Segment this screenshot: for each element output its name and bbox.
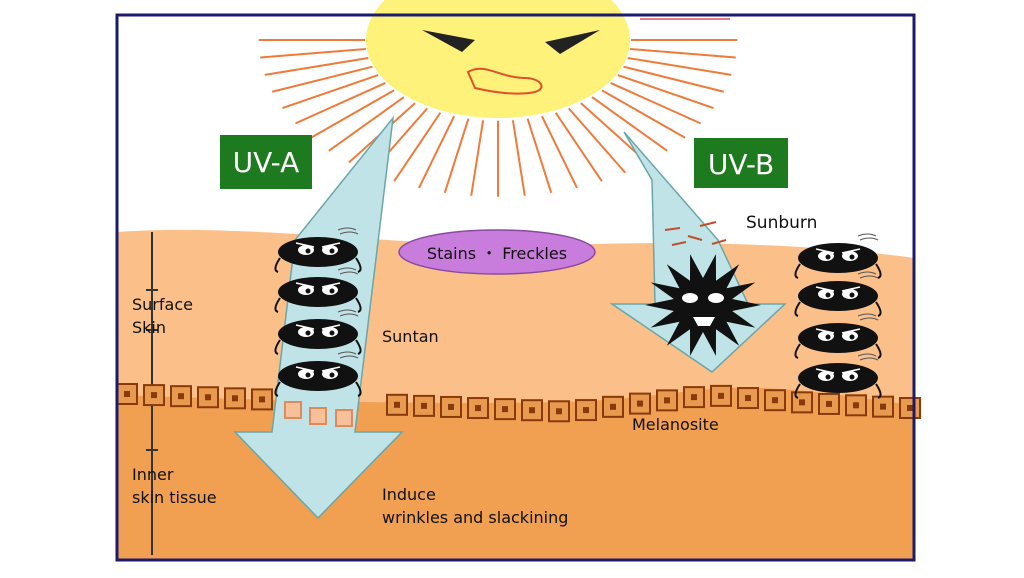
sun-mouth <box>466 67 543 95</box>
surface-skin-label-line1: Surface <box>132 295 193 314</box>
sun <box>366 0 630 118</box>
sunburn-marks <box>664 221 727 246</box>
stains-freckles-ellipse <box>398 229 596 275</box>
melanin-character <box>794 313 882 359</box>
melanocyte-cells <box>116 383 921 423</box>
melanocyte-cell <box>494 398 516 421</box>
surface-skin-label-line2: Skin <box>132 318 166 337</box>
sun-ray <box>260 48 366 59</box>
melanocyte-cell <box>467 397 489 420</box>
melanin-character <box>274 267 362 313</box>
sun-ray <box>295 82 386 125</box>
melanosite-label: Melanosite <box>632 415 719 434</box>
sun-ray <box>554 112 603 182</box>
faded-cells <box>284 401 353 427</box>
melanocyte-cell <box>899 397 921 419</box>
melanocyte-cell <box>872 395 894 418</box>
sun-ray <box>568 107 627 174</box>
uva-label: UV-A <box>233 146 300 179</box>
melanin-character <box>794 271 882 317</box>
melanocyte-cell <box>818 392 840 415</box>
sun-ray <box>328 96 405 152</box>
uvb-label-box <box>694 138 788 188</box>
induce-label-line1: Induce <box>382 485 436 504</box>
uvb-arrow <box>609 131 787 373</box>
melanocyte-cell <box>224 387 246 410</box>
sun-ray <box>443 118 470 194</box>
sun-rays <box>258 39 738 197</box>
melanin-character <box>794 233 882 279</box>
melanocyte-cell <box>710 384 732 407</box>
melanocyte-cell <box>143 384 165 407</box>
melanocyte-cell <box>386 393 408 416</box>
melanocyte-cell <box>683 386 705 409</box>
melanocyte-cell <box>656 389 678 412</box>
inner-skin-label-line2: skin tissue <box>132 488 217 507</box>
sunburn-spiky-character <box>645 254 761 356</box>
sun-ray <box>511 120 526 196</box>
sun-ray <box>264 56 369 76</box>
uva-arrow <box>233 115 404 520</box>
sun-ray <box>310 89 395 139</box>
sun-ray <box>541 115 578 189</box>
sun-ray <box>393 112 442 182</box>
sun-ray <box>623 65 725 93</box>
melanocyte-cell <box>440 395 462 418</box>
uvb-label: UV-B <box>708 148 774 181</box>
melanocyte-cell <box>521 399 543 422</box>
suntan-melanin-stack <box>274 227 362 397</box>
sun-ray <box>627 56 732 76</box>
melanocyte-cell <box>845 394 867 417</box>
melanocyte-cell <box>575 399 597 422</box>
melanocyte-cell <box>251 388 273 411</box>
induce-label-line2: wrinkles and slackining <box>382 508 568 527</box>
melanocyte-cell <box>602 395 624 418</box>
diagram-frame <box>115 13 916 562</box>
sun-ray <box>601 89 686 139</box>
sunburn-label: Sunburn <box>746 213 817 233</box>
melanocyte-cell <box>629 392 651 415</box>
melanocyte-cell <box>413 394 435 417</box>
uva-label-box <box>220 135 312 189</box>
melanocyte-cell <box>197 386 219 409</box>
inner-skin-label-line1: Inner <box>132 465 174 484</box>
melanocyte-cell <box>170 385 192 408</box>
sun-left-eye <box>422 30 475 52</box>
suntan-label: Suntan <box>382 327 439 346</box>
melanin-character <box>274 227 362 273</box>
melanocyte-cell <box>116 383 138 405</box>
melanocyte-cell <box>737 387 759 410</box>
sunburn-melanin-stack <box>794 233 882 399</box>
sun-ray <box>617 74 714 109</box>
sun-ray <box>630 48 736 59</box>
stains-freckles-label: Stains ・ Freckles <box>427 244 567 263</box>
melanin-character <box>274 351 362 397</box>
sun-right-eye <box>545 30 600 54</box>
sun-ray <box>526 118 553 194</box>
melanocyte-cell <box>548 400 570 423</box>
sun-ray <box>282 74 379 109</box>
sun-ray <box>418 115 455 189</box>
sun-ray <box>610 82 701 125</box>
sun-ray <box>470 120 485 196</box>
sun-ray <box>591 96 668 152</box>
melanin-character <box>274 309 362 355</box>
sun-ray <box>271 65 373 93</box>
melanin-character <box>794 353 882 399</box>
melanocyte-cell <box>764 389 786 412</box>
